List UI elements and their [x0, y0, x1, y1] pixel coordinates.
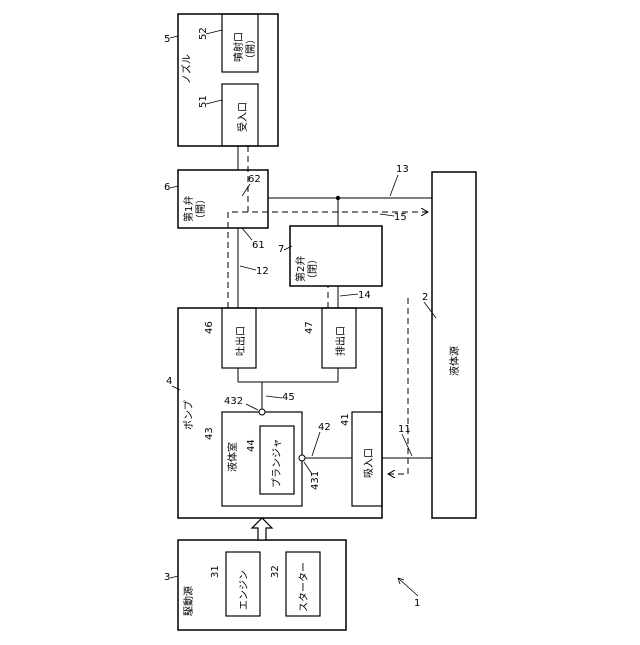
ref-432: 432 [224, 396, 243, 407]
drain-port-ref: 47 [304, 321, 315, 334]
leader-1 [398, 578, 418, 596]
drive-arrow [252, 518, 272, 540]
leader-5 [170, 36, 178, 38]
receiving-port-label: 受入口 [237, 102, 249, 132]
leader-13 [390, 175, 398, 196]
leader-12 [240, 266, 256, 270]
valve1-label: 第1弁 [182, 196, 195, 222]
plunger-label: プランジャ [271, 439, 283, 489]
leader-3 [170, 576, 178, 578]
ref-62: 62 [248, 174, 261, 185]
liquid-chamber-ref: 43 [204, 427, 215, 440]
junction-13 [336, 196, 340, 200]
valve2-label: 第2弁 [294, 256, 307, 282]
starter-label: スターター [298, 562, 310, 612]
ref-13: 13 [396, 164, 409, 175]
engine-ref: 31 [210, 565, 221, 578]
leader-42 [312, 432, 320, 456]
nozzle-ref: 5 [164, 34, 170, 45]
ref-42: 42 [318, 422, 331, 433]
leader-14 [340, 294, 358, 296]
port-432 [259, 409, 265, 415]
suction-port-label: 吸入口 [364, 448, 375, 478]
liquid-source-ref: 2 [422, 292, 428, 303]
pump-label: ポンプ [183, 400, 195, 430]
engine-label: エンジン [239, 570, 250, 610]
suction-port-ref: 41 [340, 413, 351, 426]
liquid-chamber-label: 液体室 [226, 442, 239, 472]
ref-14: 14 [358, 290, 371, 301]
drive-source-label: 駆動源 [182, 586, 195, 616]
port-431 [299, 455, 305, 461]
leader-431 [304, 462, 312, 474]
leader-7 [284, 246, 292, 250]
leader-45 [266, 396, 282, 398]
drain-port-label: 排出口 [334, 326, 347, 356]
system-ref: 1 [414, 598, 420, 609]
ref-45: 45 [282, 392, 295, 403]
starter-ref: 32 [270, 565, 281, 578]
leader-432 [246, 404, 258, 410]
drive-source-ref: 3 [164, 572, 170, 583]
valve1-ref: 6 [164, 182, 170, 193]
leader-4 [172, 386, 180, 390]
leader-15 [380, 214, 394, 216]
liquid-source-label: 液体源 [448, 346, 461, 376]
liquid-source-box [432, 172, 476, 518]
valve1-state: （開） [195, 194, 207, 224]
valve2-state: （閉） [307, 254, 319, 284]
leader-62 [242, 184, 250, 196]
discharge-port-ref: 46 [204, 321, 215, 334]
ref-15: 15 [394, 212, 407, 223]
leader-2 [424, 302, 436, 318]
leader-61 [242, 228, 252, 240]
receiving-port-ref: 51 [198, 95, 209, 108]
drive-source-box [178, 540, 346, 630]
spray-port-state: （開） [245, 34, 257, 64]
nozzle-box [178, 14, 278, 146]
nozzle-label: ノズル [180, 54, 193, 84]
pump-ref: 4 [166, 376, 172, 387]
discharge-port-label: 吐出口 [234, 326, 247, 356]
ref-12: 12 [256, 266, 269, 277]
leader-6 [170, 186, 178, 188]
ref-61: 61 [252, 240, 265, 251]
dashed-suction-flow [388, 298, 408, 474]
valve2-ref: 7 [278, 244, 284, 255]
ref-11: 11 [398, 424, 411, 435]
spray-port-label: 噴射口 [233, 32, 245, 62]
plunger-ref: 44 [246, 439, 257, 452]
leader-11 [402, 434, 412, 456]
